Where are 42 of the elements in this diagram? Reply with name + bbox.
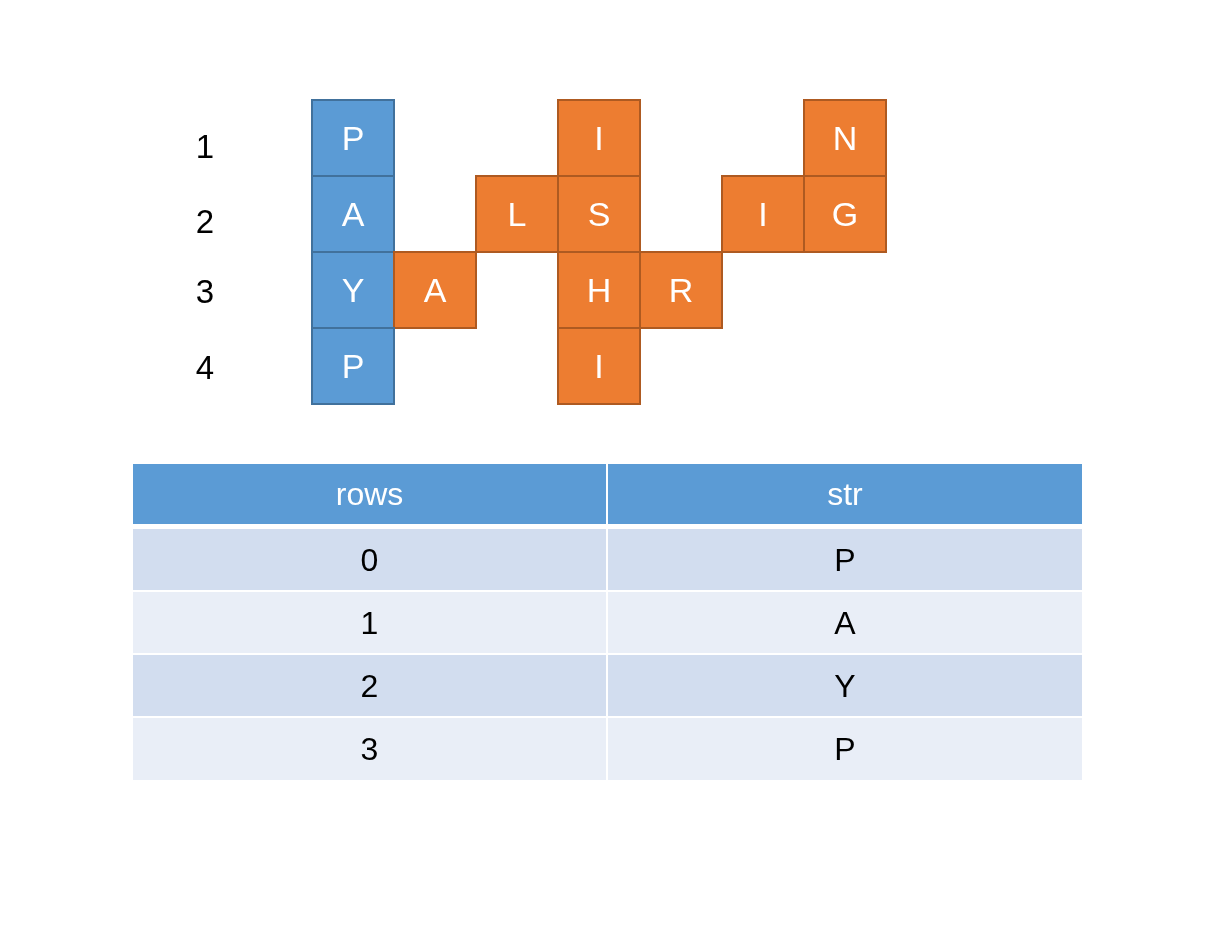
letter-tile bbox=[557, 251, 641, 329]
letter-tile bbox=[557, 175, 641, 253]
tile-letter: P bbox=[341, 349, 365, 383]
letter-tile bbox=[721, 175, 805, 253]
letter-tile bbox=[557, 327, 641, 405]
letter-tile bbox=[311, 251, 395, 329]
column-header: str bbox=[608, 464, 1082, 524]
table-cell: P bbox=[608, 718, 1082, 780]
tile-letter: H bbox=[586, 273, 612, 307]
tile-letter: I bbox=[594, 349, 604, 383]
table-cell: 2 bbox=[133, 655, 606, 716]
tile-letter: N bbox=[832, 121, 858, 155]
letter-tile bbox=[639, 251, 723, 329]
letter-tile bbox=[311, 327, 395, 405]
tile-letter: Y bbox=[341, 273, 365, 307]
table-cell: 3 bbox=[133, 718, 606, 780]
table-cell: 0 bbox=[133, 529, 606, 590]
tile-letter: G bbox=[831, 197, 859, 231]
row-number: 4 bbox=[195, 350, 215, 384]
tile-letter: S bbox=[587, 197, 611, 231]
table-cell: P bbox=[608, 529, 1082, 590]
letter-tile bbox=[393, 251, 477, 329]
tile-letter: I bbox=[594, 121, 604, 155]
letter-tile bbox=[803, 99, 887, 177]
tile-letter: L bbox=[507, 197, 527, 231]
letter-tile bbox=[803, 175, 887, 253]
tile-letter: R bbox=[668, 273, 694, 307]
tile-letter: P bbox=[341, 121, 365, 155]
tile-letter: A bbox=[423, 273, 447, 307]
letter-tile bbox=[311, 99, 395, 177]
table-cell: A bbox=[608, 592, 1082, 653]
tile-letter: I bbox=[758, 197, 768, 231]
letter-tile bbox=[475, 175, 559, 253]
row-number: 2 bbox=[195, 204, 215, 238]
column-header: rows bbox=[133, 464, 606, 524]
tile-letter: A bbox=[341, 197, 365, 231]
letter-tile bbox=[311, 175, 395, 253]
table-cell: 1 bbox=[133, 592, 606, 653]
row-number: 1 bbox=[195, 129, 215, 163]
letter-tile bbox=[557, 99, 641, 177]
row-number: 3 bbox=[195, 274, 215, 308]
table-cell: Y bbox=[608, 655, 1082, 716]
